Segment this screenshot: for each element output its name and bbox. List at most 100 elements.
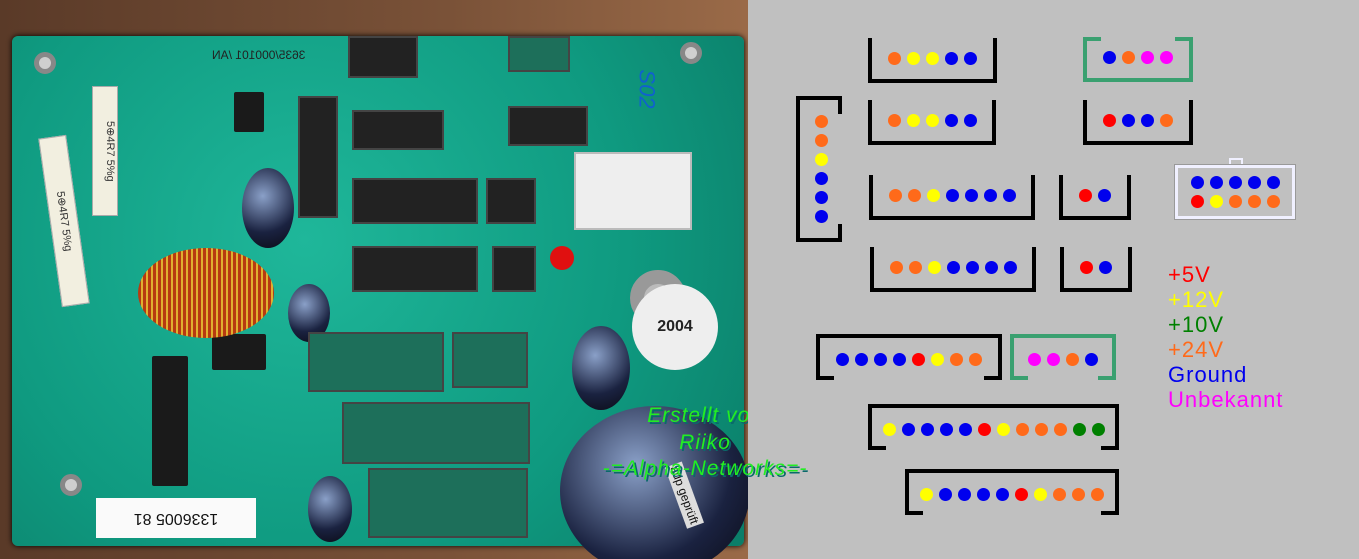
pin-dot <box>964 52 977 65</box>
pin-header <box>308 332 444 392</box>
pin-dot <box>855 352 868 366</box>
pin-dot <box>939 422 953 436</box>
connector-4pin <box>1083 100 1193 145</box>
connector-7pin <box>870 247 1036 292</box>
connector-4pin-green <box>1083 37 1193 82</box>
watermark-line: Riiko <box>679 431 731 454</box>
pin-dot <box>1091 487 1104 501</box>
pin-dot <box>950 352 963 366</box>
pin-dot <box>1141 51 1154 64</box>
pin-dot <box>1209 176 1223 189</box>
pin-dot <box>1160 51 1173 64</box>
pin-dot <box>965 261 979 274</box>
legend-item: Unbekannt <box>1168 387 1284 412</box>
pin-header <box>348 36 418 78</box>
toroid-coil <box>138 248 274 338</box>
legend-item: Ground <box>1168 362 1248 387</box>
power-resistor: 5⊕4R7 5%g <box>92 86 118 216</box>
pin-dot <box>901 422 915 436</box>
pin-dot <box>1053 487 1066 501</box>
pin-header <box>352 246 478 292</box>
pcb-photo: 3635/000101 /AN S02 5⊕4R7 5%g 5⊕4R7 5%g … <box>0 0 748 559</box>
pin-dot <box>984 261 998 274</box>
pin-header <box>508 36 570 72</box>
pin-dot <box>836 352 849 366</box>
pin-dot <box>814 172 828 185</box>
connector-10pin <box>905 469 1119 515</box>
pin-dot <box>907 189 921 202</box>
barcode-label: 1336005 81 <box>96 498 256 538</box>
pin-dot <box>874 352 887 366</box>
board-code: 3635/000101 /AN <box>212 48 306 62</box>
handwritten-mark: S02 <box>634 69 660 109</box>
date-dial: 2004 <box>632 284 718 370</box>
mounting-hole <box>60 474 82 496</box>
pin-dot <box>1091 422 1105 436</box>
pin-dot <box>1247 176 1261 189</box>
chip <box>152 356 188 486</box>
pin-dot <box>1015 422 1029 436</box>
pin-dot <box>1122 114 1135 127</box>
large-capacitor <box>560 406 748 559</box>
pin-dot <box>1190 195 1204 208</box>
molex-connector <box>574 152 692 230</box>
pin-dot <box>1053 422 1067 436</box>
pin-dot <box>969 352 982 366</box>
pin-dot <box>814 134 828 147</box>
watermark: Erstellt von Riiko <box>540 402 748 456</box>
pin-dot <box>983 189 997 202</box>
pin-dot <box>1247 195 1261 208</box>
pin-header <box>352 178 478 224</box>
pin-dot <box>964 189 978 202</box>
pin-dot <box>1228 195 1242 208</box>
pin-dot <box>1066 352 1079 366</box>
pin-dot <box>1209 195 1223 208</box>
pin-dot <box>1098 189 1111 202</box>
pin-header <box>452 332 528 388</box>
pin-dot <box>926 52 939 65</box>
pin-dot <box>927 261 941 274</box>
pin-dot <box>1085 352 1098 366</box>
chip <box>234 92 264 132</box>
pin-dot <box>888 52 901 65</box>
pin-dot <box>1080 261 1093 274</box>
pin-dot <box>926 189 940 202</box>
legend-item: +12V <box>1168 287 1224 312</box>
pin-header <box>352 110 444 150</box>
connector-2pin <box>1060 247 1132 292</box>
pin-dot <box>1028 352 1041 366</box>
pin-dot <box>912 352 925 366</box>
pin-dot <box>1099 261 1112 274</box>
pin-header <box>368 468 528 538</box>
pin-dot <box>1141 114 1154 127</box>
pin-dot <box>1190 176 1204 189</box>
pin-dot <box>963 114 977 127</box>
pin-dot <box>1003 261 1017 274</box>
pin-dot <box>1266 195 1280 208</box>
pin-dot <box>906 114 920 127</box>
pin-header <box>298 96 338 218</box>
pin-dot <box>920 422 934 436</box>
connector-10pin-molex <box>1174 164 1296 220</box>
circuit-board: 3635/000101 /AN S02 5⊕4R7 5%g 5⊕4R7 5%g … <box>12 36 748 559</box>
watermark-line: Erstellt von <box>647 404 748 427</box>
legend-item: +24V <box>1168 337 1224 362</box>
capacitor <box>242 168 294 248</box>
pin-dot <box>1103 114 1116 127</box>
led <box>550 246 574 270</box>
pin-dot <box>1047 352 1060 366</box>
pin-dot <box>958 487 971 501</box>
pin-dot <box>946 261 960 274</box>
connector-12pin <box>868 404 1119 450</box>
legend-item: +5V <box>1168 262 1211 287</box>
pin-dot <box>977 487 990 501</box>
pin-dot <box>1122 51 1135 64</box>
pin-dot <box>1072 422 1086 436</box>
power-resistor: 5⊕4R7 5%g <box>38 134 90 308</box>
chip <box>212 334 266 370</box>
pin-dot <box>1002 189 1016 202</box>
pin-dot <box>889 261 903 274</box>
pin-dot <box>1079 189 1092 202</box>
legend-item: +10V <box>1168 312 1224 337</box>
